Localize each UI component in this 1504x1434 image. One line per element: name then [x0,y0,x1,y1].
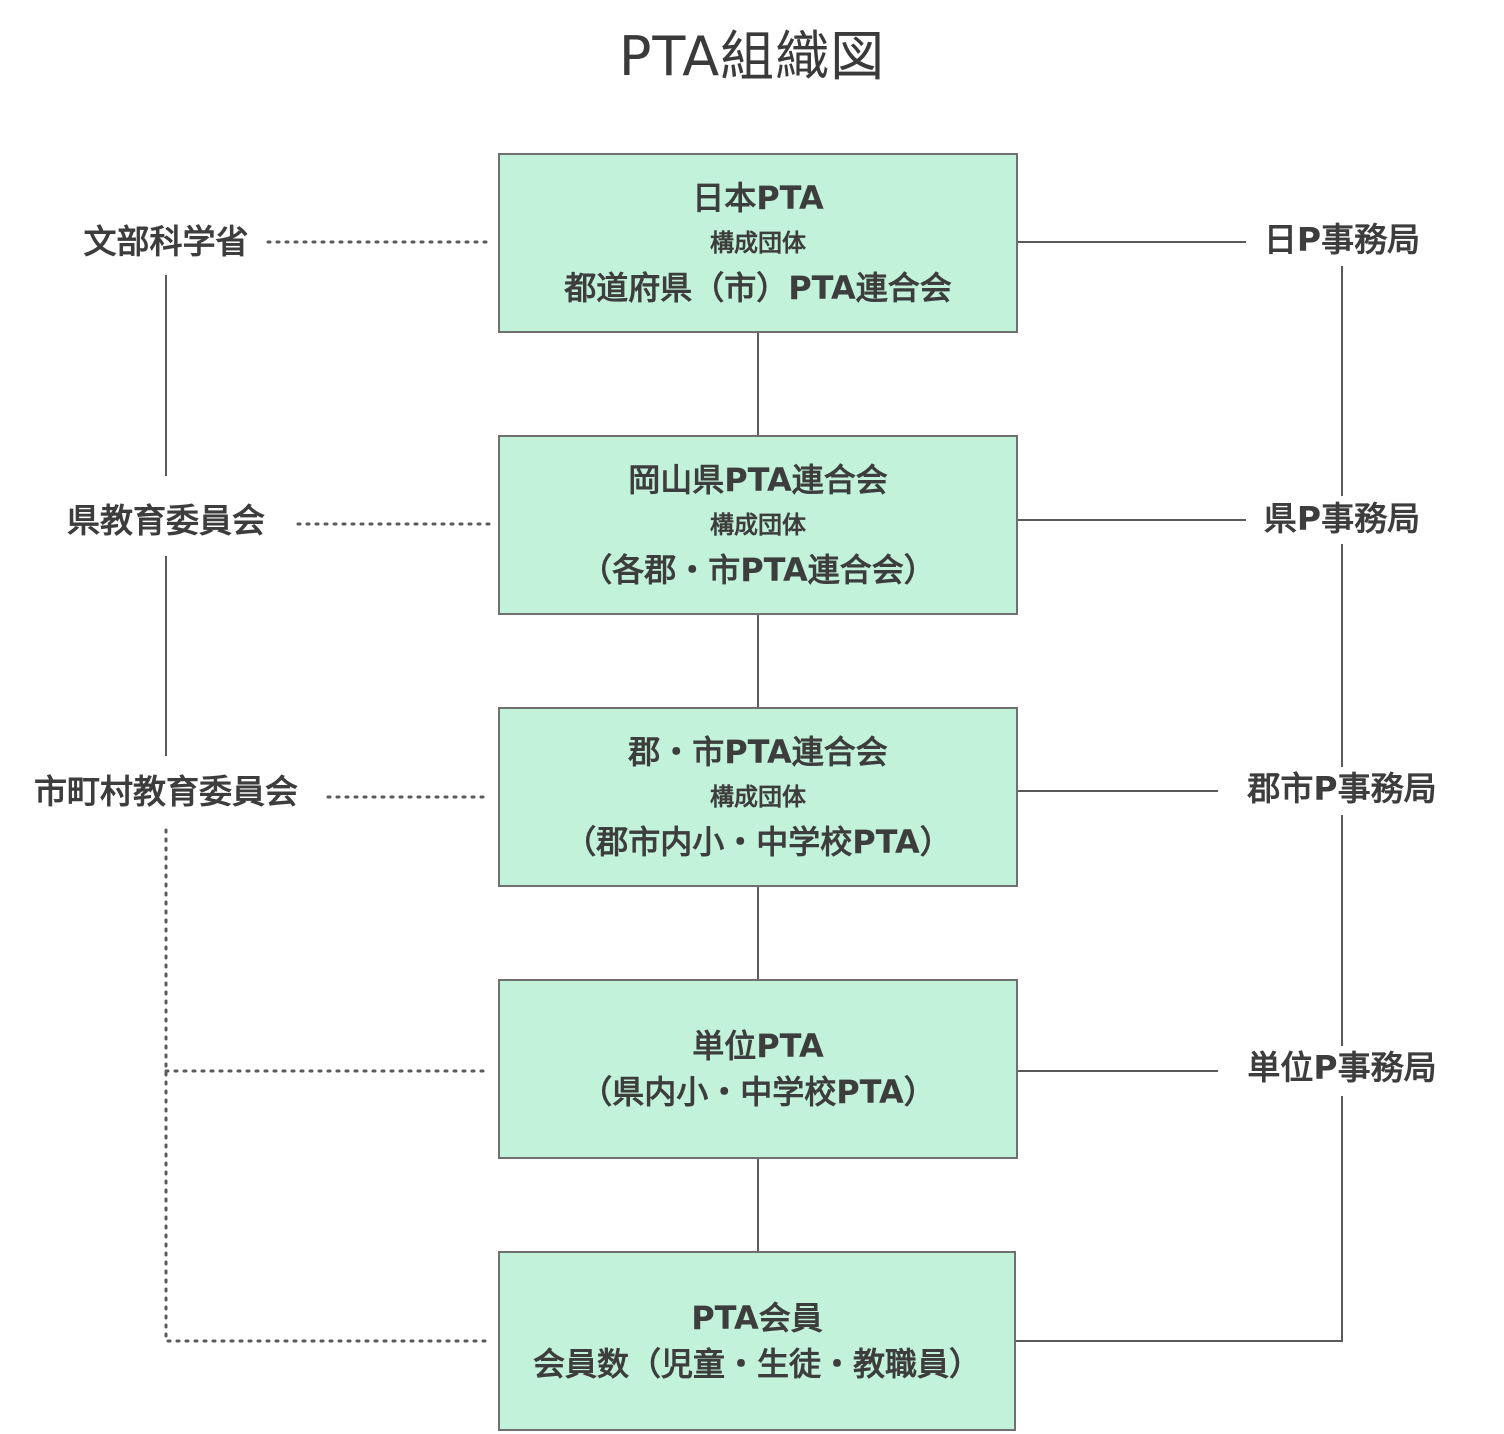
box-unit-pta-members: （県内小・中学校PTA） [580,1073,936,1111]
connector-box5-right [1016,1096,1343,1342]
box-japan-pta-title: 日本PTA [692,179,824,217]
label-ken-p-office: 県P事務局 [1259,499,1425,539]
box-unit-pta-title: 単位PTA [692,1027,824,1065]
box-unit-pta: 単位PTA （県内小・中学校PTA） [498,979,1018,1159]
box-okayama-pta: 岡山県PTA連合会 構成団体 （各郡・市PTA連合会） [498,435,1018,615]
box-okayama-pta-members: （各郡・市PTA連合会） [580,551,936,589]
label-mext: 文部科学省 [79,222,253,262]
label-nichi-p-office: 日P事務局 [1259,220,1425,260]
diagram-title: PTA組織図 [618,25,886,88]
label-gunshi-p-office: 郡市P事務局 [1243,769,1441,809]
box-gun-shi-pta-sub: 構成団体 [710,783,806,811]
box-gun-shi-pta-title: 郡・市PTA連合会 [628,733,888,771]
box-gun-shi-pta-members: （郡市内小・中学校PTA） [564,823,952,861]
box-japan-pta: 日本PTA 構成団体 都道府県（市）PTA連合会 [498,153,1018,333]
box-gun-shi-pta: 郡・市PTA連合会 構成団体 （郡市内小・中学校PTA） [498,707,1018,887]
box-pta-members-count: 会員数（児童・生徒・教職員） [532,1345,981,1383]
box-japan-pta-sub: 構成団体 [710,229,806,257]
box-pta-members: PTA会員 会員数（児童・生徒・教職員） [498,1251,1016,1431]
label-prefectural-board: 県教育委員会 [63,501,269,541]
label-unit-p-office: 単位P事務局 [1243,1048,1441,1088]
box-okayama-pta-sub: 構成団体 [710,511,806,539]
box-japan-pta-members: 都道府県（市）PTA連合会 [564,269,952,307]
label-municipal-board: 市町村教育委員会 [30,772,302,812]
box-okayama-pta-title: 岡山県PTA連合会 [628,461,888,499]
dotted-left-5 [164,828,492,1343]
box-pta-members-title: PTA会員 [691,1299,823,1337]
